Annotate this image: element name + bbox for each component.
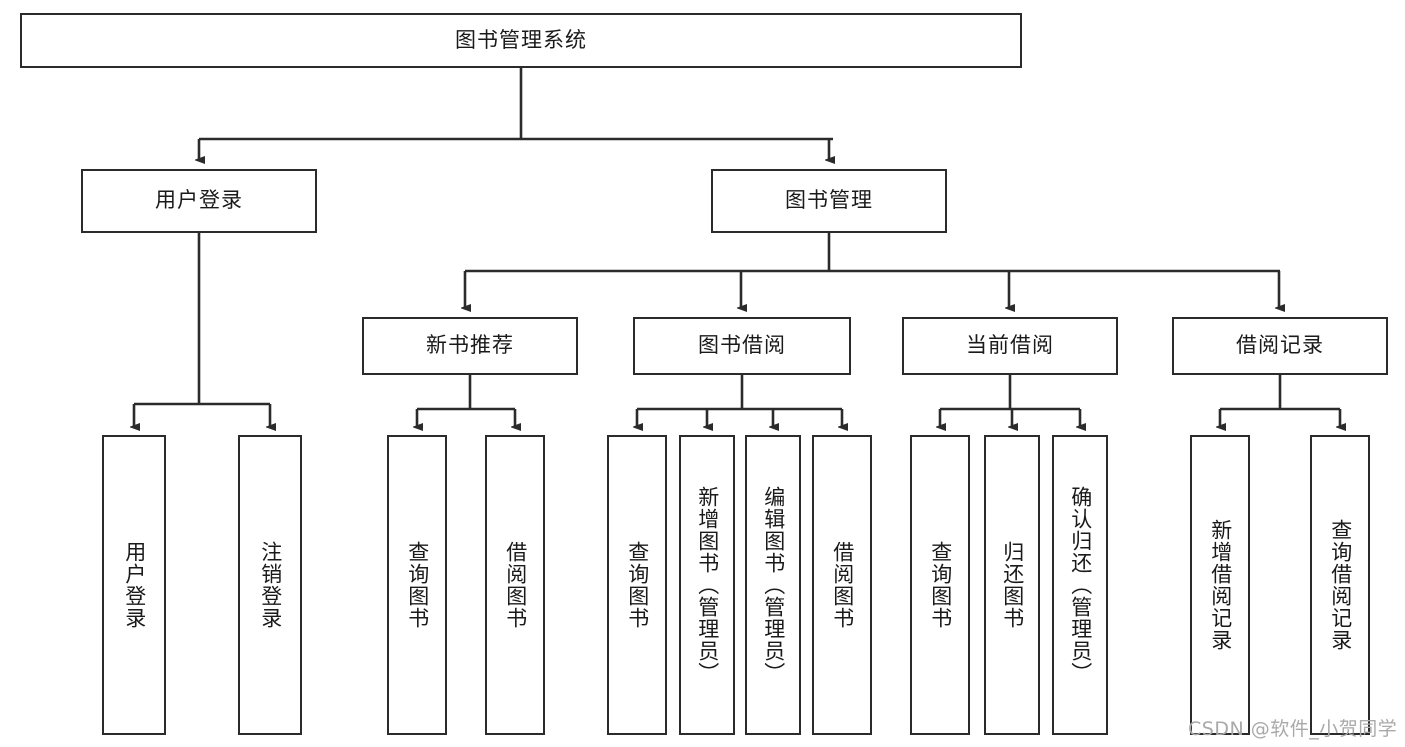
node-leaf-edit-book-admin[interactable]: 编辑图书（管理员） <box>745 435 801 735</box>
node-root-system[interactable]: 图书管理系统 <box>20 13 1022 68</box>
node-user-login-label: 用户登录 <box>155 188 243 213</box>
connector-borrow-to-leaves <box>637 375 842 427</box>
node-book-management[interactable]: 图书管理 <box>711 169 947 233</box>
node-leaf-label: 确认归还（管理员） <box>1068 486 1093 684</box>
node-leaf-query-book-borrow[interactable]: 查询图书 <box>607 435 667 735</box>
node-new-book-recommend[interactable]: 新书推荐 <box>362 317 578 375</box>
node-leaf-logout[interactable]: 注销登录 <box>238 435 302 735</box>
node-book-management-label: 图书管理 <box>785 188 873 213</box>
node-book-borrow-label: 图书借阅 <box>698 333 786 358</box>
node-leaf-label: 新增图书（管理员） <box>695 486 720 684</box>
node-leaf-confirm-return-admin[interactable]: 确认归还（管理员） <box>1052 435 1108 735</box>
connector-book-mgmt-to-level3 <box>465 233 1280 308</box>
csdn-watermark: CSDN @软件_小贺同学 <box>1188 718 1398 740</box>
node-book-borrow[interactable]: 图书借阅 <box>633 317 851 375</box>
node-leaf-label: 借阅图书 <box>503 541 528 629</box>
node-leaf-label: 新增借阅记录 <box>1208 519 1233 651</box>
connector-new-book-to-leaves <box>417 375 515 427</box>
connector-root-to-level2 <box>199 68 833 160</box>
node-leaf-label: 查询图书 <box>405 541 430 629</box>
node-leaf-query-borrow-record[interactable]: 查询借阅记录 <box>1310 435 1370 735</box>
node-leaf-label: 查询图书 <box>625 541 650 629</box>
node-leaf-borrow-book[interactable]: 借阅图书 <box>812 435 872 735</box>
node-user-login[interactable]: 用户登录 <box>81 169 317 233</box>
node-leaf-label: 借阅图书 <box>830 541 855 629</box>
node-leaf-label: 查询图书 <box>928 541 953 629</box>
node-leaf-label: 归还图书 <box>1000 541 1025 629</box>
node-leaf-label: 注销登录 <box>258 541 283 629</box>
node-borrow-records[interactable]: 借阅记录 <box>1172 317 1388 375</box>
node-leaf-label: 查询借阅记录 <box>1328 519 1353 651</box>
node-leaf-query-book-new[interactable]: 查询图书 <box>387 435 447 735</box>
node-leaf-borrow-book-new[interactable]: 借阅图书 <box>485 435 545 735</box>
node-leaf-query-book-current[interactable]: 查询图书 <box>910 435 970 735</box>
node-leaf-return-book[interactable]: 归还图书 <box>984 435 1040 735</box>
node-leaf-label: 编辑图书（管理员） <box>761 486 786 684</box>
connector-current-borrow-to-leaves <box>940 375 1080 427</box>
node-new-book-recommend-label: 新书推荐 <box>426 333 514 358</box>
node-leaf-add-borrow-record[interactable]: 新增借阅记录 <box>1190 435 1250 735</box>
node-root-label: 图书管理系统 <box>455 27 587 52</box>
node-borrow-records-label: 借阅记录 <box>1236 333 1324 358</box>
connector-records-to-leaves <box>1220 375 1340 427</box>
node-leaf-user-login[interactable]: 用户登录 <box>102 435 166 735</box>
connector-user-login-to-leaves <box>134 233 270 427</box>
node-leaf-add-book-admin[interactable]: 新增图书（管理员） <box>679 435 735 735</box>
node-current-borrow[interactable]: 当前借阅 <box>902 317 1118 375</box>
node-leaf-label: 用户登录 <box>122 541 147 629</box>
node-current-borrow-label: 当前借阅 <box>966 333 1054 358</box>
